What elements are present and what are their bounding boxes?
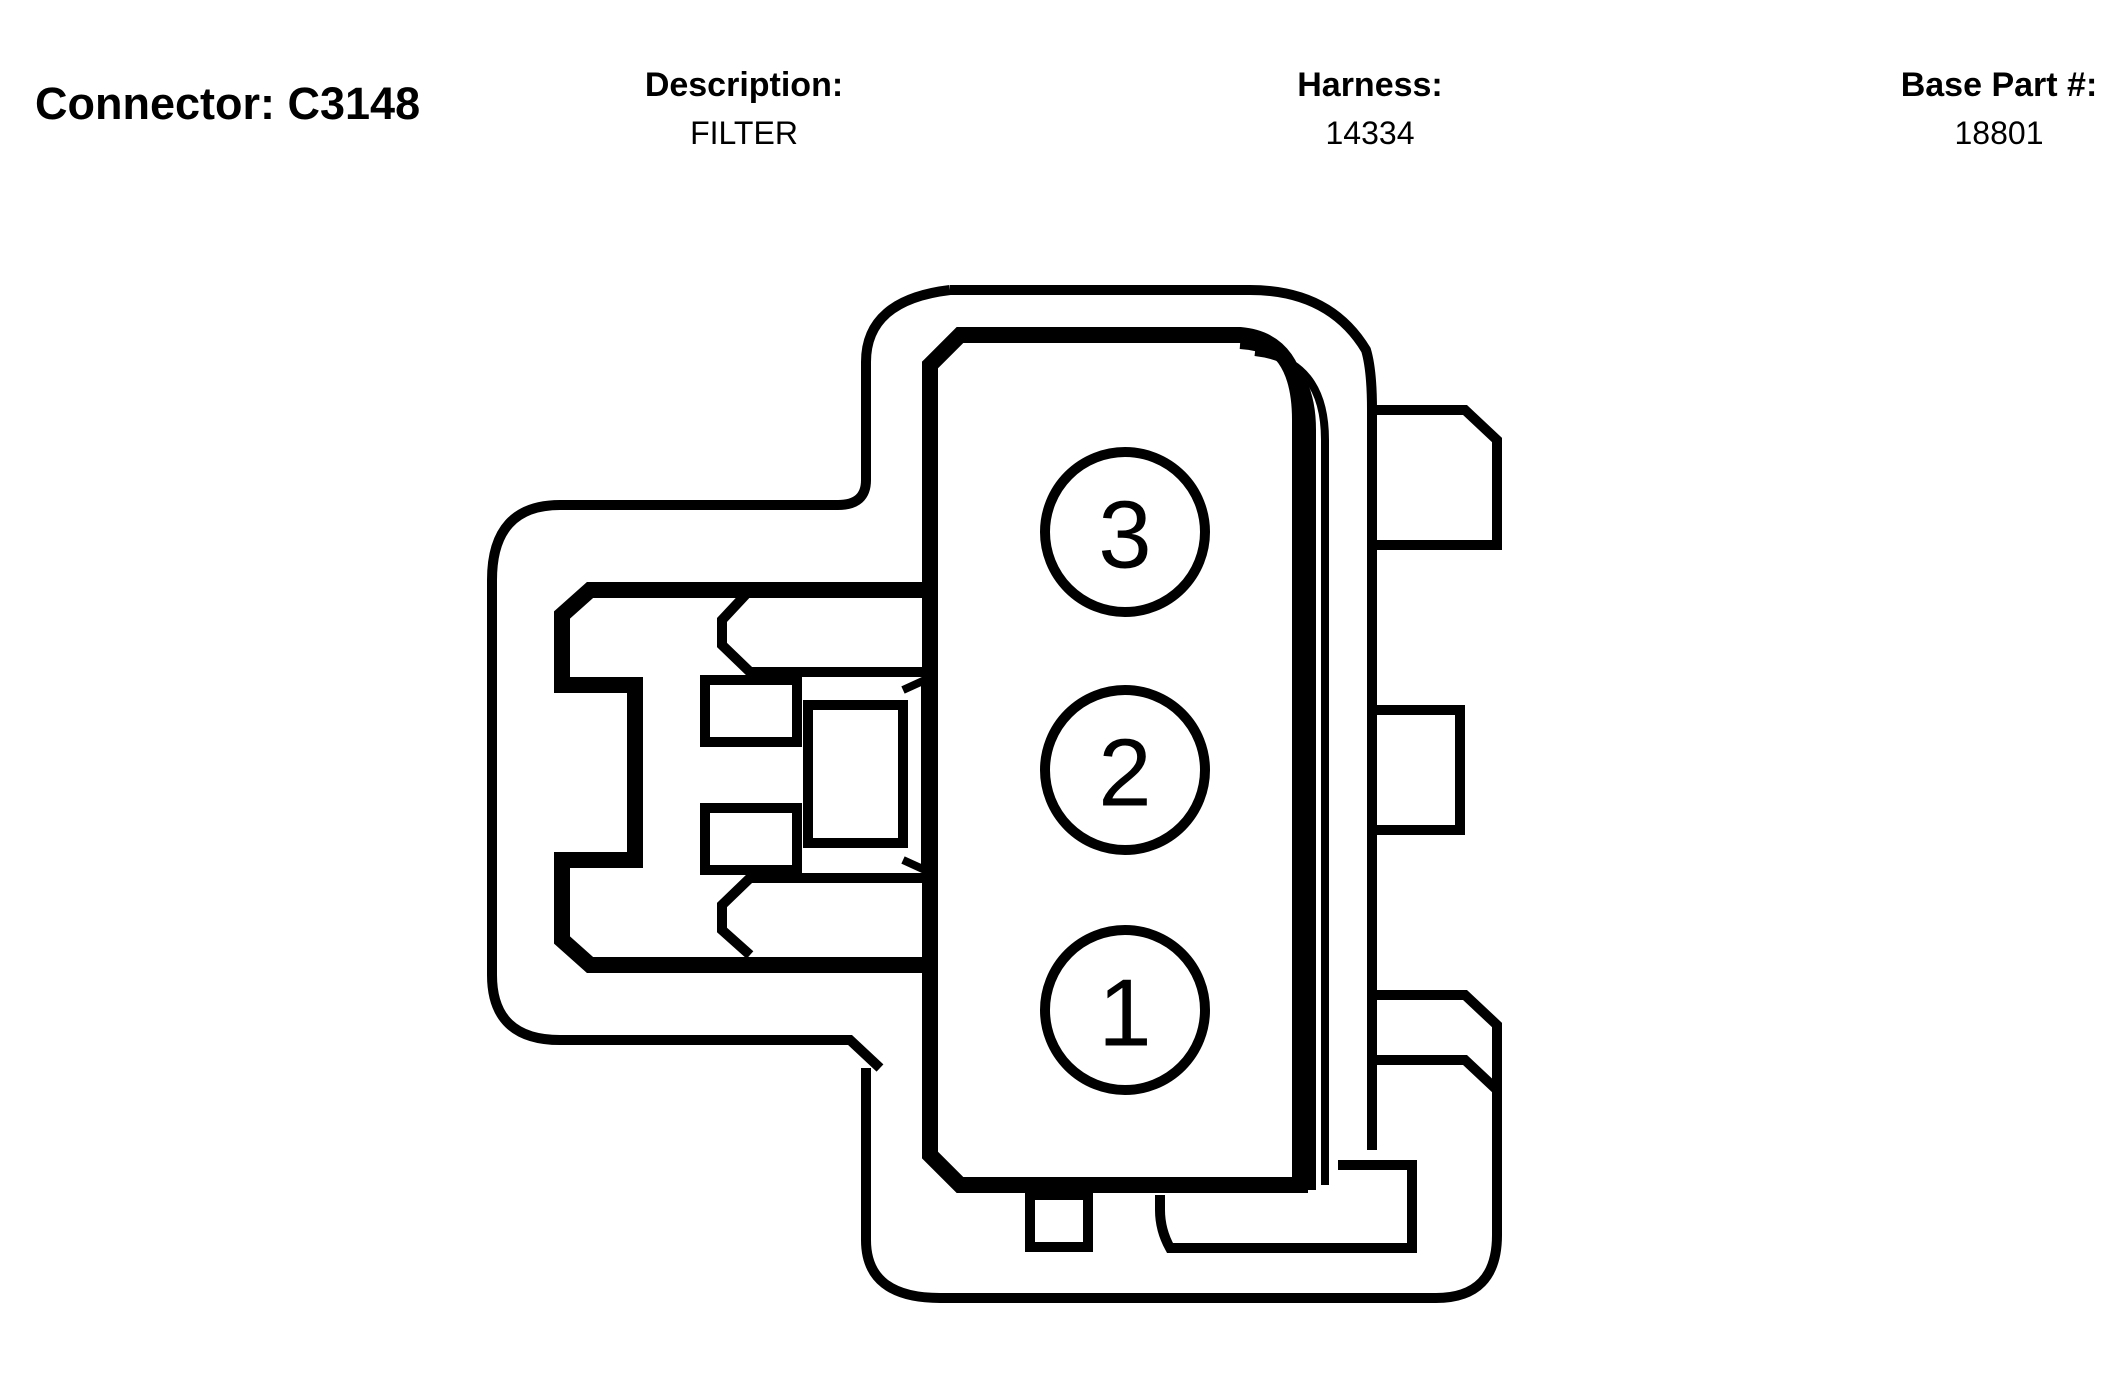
- latch-block: [803, 700, 908, 848]
- pin-circle-3: [1040, 447, 1210, 617]
- pin-label-2: 2: [1098, 720, 1151, 827]
- latch-tab-upper: [700, 675, 802, 747]
- pin-label-3: 3: [1098, 482, 1151, 589]
- latch-notch-upper: [717, 586, 930, 677]
- side-tab-top: [1372, 405, 1502, 550]
- pin-circle-1: [1040, 925, 1210, 1095]
- latch-arm-upper: [554, 582, 930, 973]
- bottom-rail: [1155, 1160, 1417, 1253]
- description-value: FILTER: [690, 115, 798, 151]
- base-part-label: Base Part #:: [1900, 66, 2098, 104]
- housing-outer-outline: [487, 285, 1502, 1303]
- pin-label-1: 1: [1098, 960, 1151, 1067]
- description-label: Description:: [644, 66, 844, 104]
- base-part-field: Base Part #: 18801: [1849, 66, 2124, 152]
- description-field: Description: FILTER: [594, 66, 894, 152]
- pin-cavities: 3 2 1: [1040, 447, 1210, 1095]
- side-tab-bottom: [1372, 990, 1502, 1100]
- harness-field: Harness: 14334: [1220, 66, 1520, 152]
- harness-value: 14334: [1325, 115, 1415, 151]
- connector-title: Connector: C3148: [35, 78, 421, 129]
- side-tab-middle: [1372, 705, 1465, 835]
- base-part-value: 18801: [1954, 115, 2044, 151]
- harness-label: Harness:: [1297, 66, 1443, 104]
- latch-notch-lower: [717, 873, 930, 959]
- pin-circle-2: [1040, 685, 1210, 855]
- bottom-key: [1025, 1190, 1093, 1252]
- plug-inner-line-2: [1254, 348, 1329, 1185]
- latch-tab-lower: [700, 803, 802, 875]
- latch-block-inner: [901, 673, 929, 877]
